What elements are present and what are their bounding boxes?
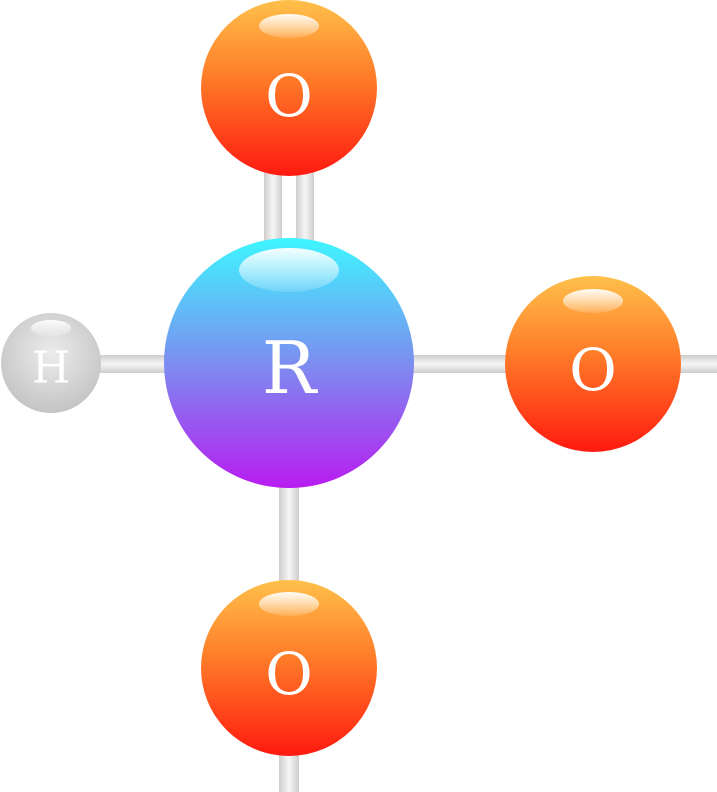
central-atom-label: R <box>262 326 318 410</box>
bond-right-out <box>676 355 717 373</box>
oxygen-bottom-label: O <box>265 640 313 708</box>
oxygen-right-label: O <box>569 336 617 404</box>
bond-right <box>408 355 508 373</box>
bond-bottom <box>279 480 299 590</box>
bond-bottom-out <box>279 748 299 792</box>
central-atom: R <box>164 238 414 488</box>
oxygen-atom-bottom: O <box>201 580 377 756</box>
bonds <box>95 168 717 792</box>
oxygen-top-label: O <box>265 62 313 130</box>
bond-top-left <box>264 168 282 248</box>
bond-hydrogen <box>95 355 170 373</box>
hydrogen-atom: H <box>1 313 101 413</box>
hydrogen-label: H <box>32 343 70 394</box>
bond-top-right <box>296 168 314 248</box>
oxygen-atom-top: O <box>201 0 377 176</box>
oxygen-atom-right: O <box>505 276 681 452</box>
